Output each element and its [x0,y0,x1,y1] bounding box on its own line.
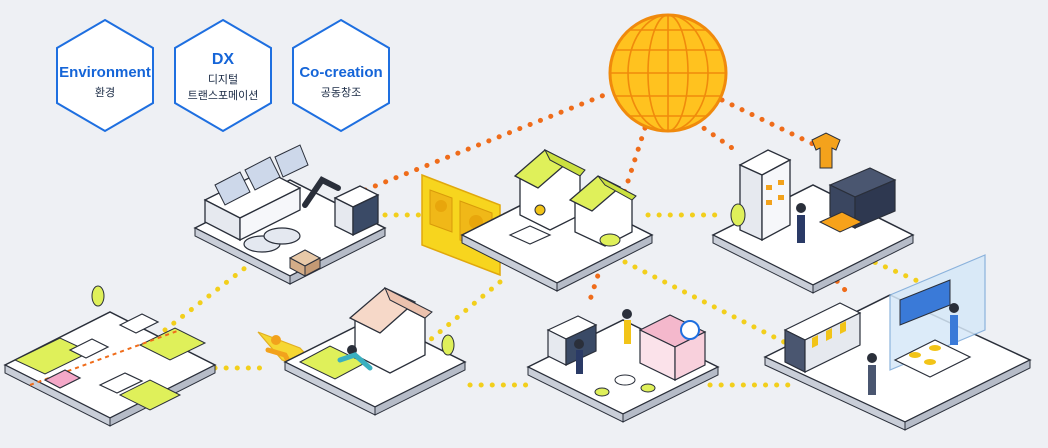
badge-environment-title: Environment [59,64,151,81]
retail-shop-icon [526,309,720,423]
badge-environment-subtitle: 환경 [95,86,115,99]
badge-dx-subtitle-line1: 디지털 [208,73,238,86]
badge-co-creation: Co-creation 공동창조 [292,18,390,133]
residential-house-icon [460,148,654,292]
store-display-icon [763,254,1032,431]
badge-co-creation-subtitle: 공동창조 [321,86,361,99]
smart-traffic-icon [3,285,217,427]
badge-dx-title: DX [212,51,235,68]
home-wellness-tile [283,286,467,416]
badge-dx: DX 디지털 트랜스포메이션 [174,18,272,133]
factory-icon [193,144,387,285]
office-tower-icon [711,132,915,294]
badge-dx-subtitle-line2: 트랜스포메이션 [188,89,259,102]
badge-co-creation-title: Co-creation [299,64,382,81]
badge-environment: Environment 환경 [56,18,154,133]
globe-icon [608,13,728,133]
